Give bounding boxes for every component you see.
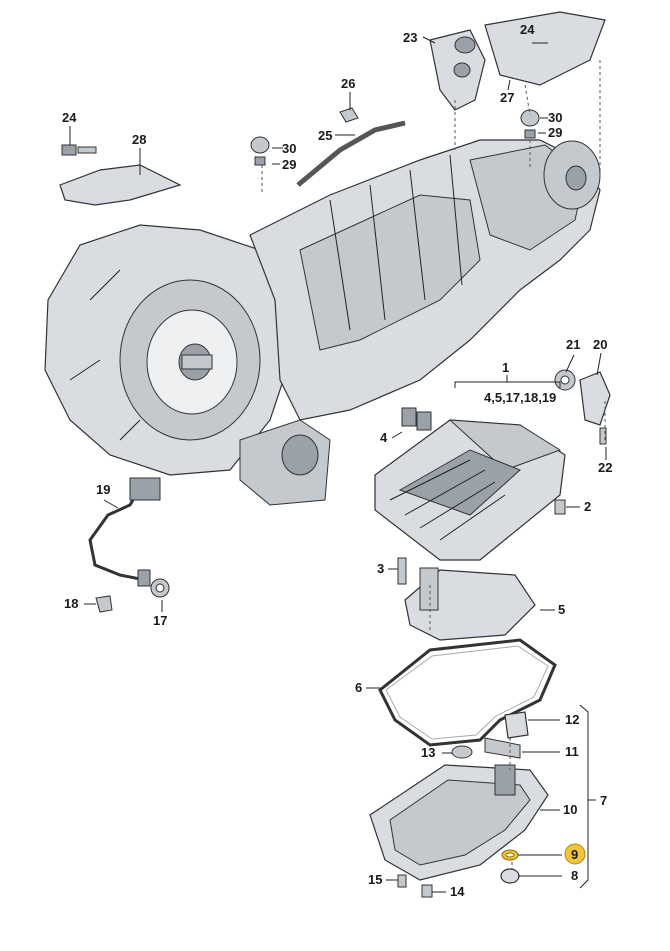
label-21: 21 — [566, 337, 580, 352]
mechatronic-unit — [374, 419, 566, 561]
label-2: 2 — [584, 499, 591, 514]
label-10: 10 — [563, 802, 577, 817]
pan-gasket — [378, 638, 557, 747]
transmission-housing — [44, 139, 601, 506]
label-19: 19 — [96, 482, 110, 497]
part-labels: 24 28 26 25 30 29 23 24 27 30 29 1 4,5,1… — [62, 22, 612, 899]
label-13: 13 — [421, 745, 435, 760]
label-18: 18 — [64, 596, 78, 611]
label-7: 7 — [600, 793, 607, 808]
label-17: 17 — [153, 613, 167, 628]
label-27: 27 — [500, 90, 514, 105]
label-4: 4 — [380, 430, 388, 445]
oil-filter — [404, 567, 536, 641]
group-bracket-7 — [579, 704, 589, 889]
label-28: 28 — [132, 132, 146, 147]
label-8: 8 — [571, 868, 578, 883]
small-parts — [59, 11, 611, 898]
label-30b: 30 — [548, 110, 562, 125]
leader-lines — [69, 36, 607, 893]
label-9: 9 — [571, 847, 578, 862]
label-6: 6 — [355, 680, 362, 695]
label-24a: 24 — [62, 110, 77, 125]
label-25: 25 — [318, 128, 332, 143]
label-15: 15 — [368, 872, 382, 887]
label-12: 12 — [565, 712, 579, 727]
label-1: 1 — [502, 360, 509, 375]
label-5: 5 — [558, 602, 565, 617]
label-22: 22 — [598, 460, 612, 475]
label-29b: 29 — [548, 125, 562, 140]
label-24b: 24 — [520, 22, 535, 37]
label-29a: 29 — [282, 157, 296, 172]
oil-pan — [369, 764, 549, 881]
label-20: 20 — [593, 337, 607, 352]
label-3: 3 — [377, 561, 384, 576]
label-11: 11 — [565, 744, 579, 759]
label-14: 14 — [450, 884, 465, 899]
label-26: 26 — [341, 76, 355, 91]
label-1-subparts: 4,5,17,18,19 — [484, 390, 556, 405]
label-30a: 30 — [282, 141, 296, 156]
label-9-highlight-badge — [564, 843, 586, 865]
label-23: 23 — [403, 30, 417, 45]
